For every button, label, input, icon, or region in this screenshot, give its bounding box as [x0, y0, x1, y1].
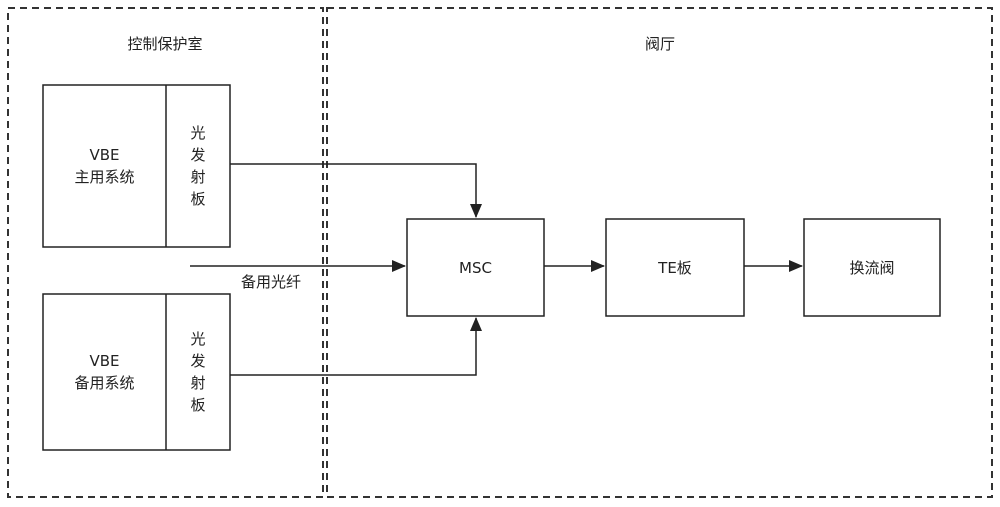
vbe-primary-label: VBE 主用系统 [43, 85, 166, 247]
msc-label: MSC [459, 258, 492, 277]
board-char: 板 [190, 396, 206, 414]
msc-box [406, 218, 545, 317]
vbe-primary-box [42, 84, 231, 248]
vbe-backup-label: VBE 备用系统 [43, 294, 166, 450]
primary-to-msc-arrow [230, 163, 482, 218]
board-char: 板 [190, 190, 206, 208]
board-char: 发 [190, 146, 206, 164]
vbe-backup-line2: 备用系统 [74, 374, 135, 392]
board-char: 射 [190, 168, 206, 186]
valve-box [803, 218, 941, 317]
spare-fiber-label: 备用光纤 [240, 273, 301, 291]
te-box [605, 218, 745, 317]
vbe-primary-line1: VBE [89, 146, 120, 164]
backup-to-msc-arrow [230, 317, 482, 376]
vbe-backup-box [42, 293, 231, 451]
control-room-label: 控制保护室 [127, 35, 203, 53]
board-char: 光 [190, 330, 206, 348]
board-char: 射 [190, 374, 206, 392]
control-room-region [7, 7, 324, 498]
vbe-backup-line1: VBE [89, 352, 120, 370]
vbe-primary-board: 光 发 射 板 [166, 85, 230, 247]
board-char: 光 [190, 124, 206, 142]
te-label: TE板 [658, 258, 692, 277]
vbe-primary-line2: 主用系统 [74, 168, 135, 186]
valve-hall-label: 阀厅 [644, 35, 675, 53]
vbe-backup-board: 光 发 射 板 [166, 294, 230, 450]
valve-label: 换流阀 [849, 258, 895, 277]
board-char: 发 [190, 352, 206, 370]
